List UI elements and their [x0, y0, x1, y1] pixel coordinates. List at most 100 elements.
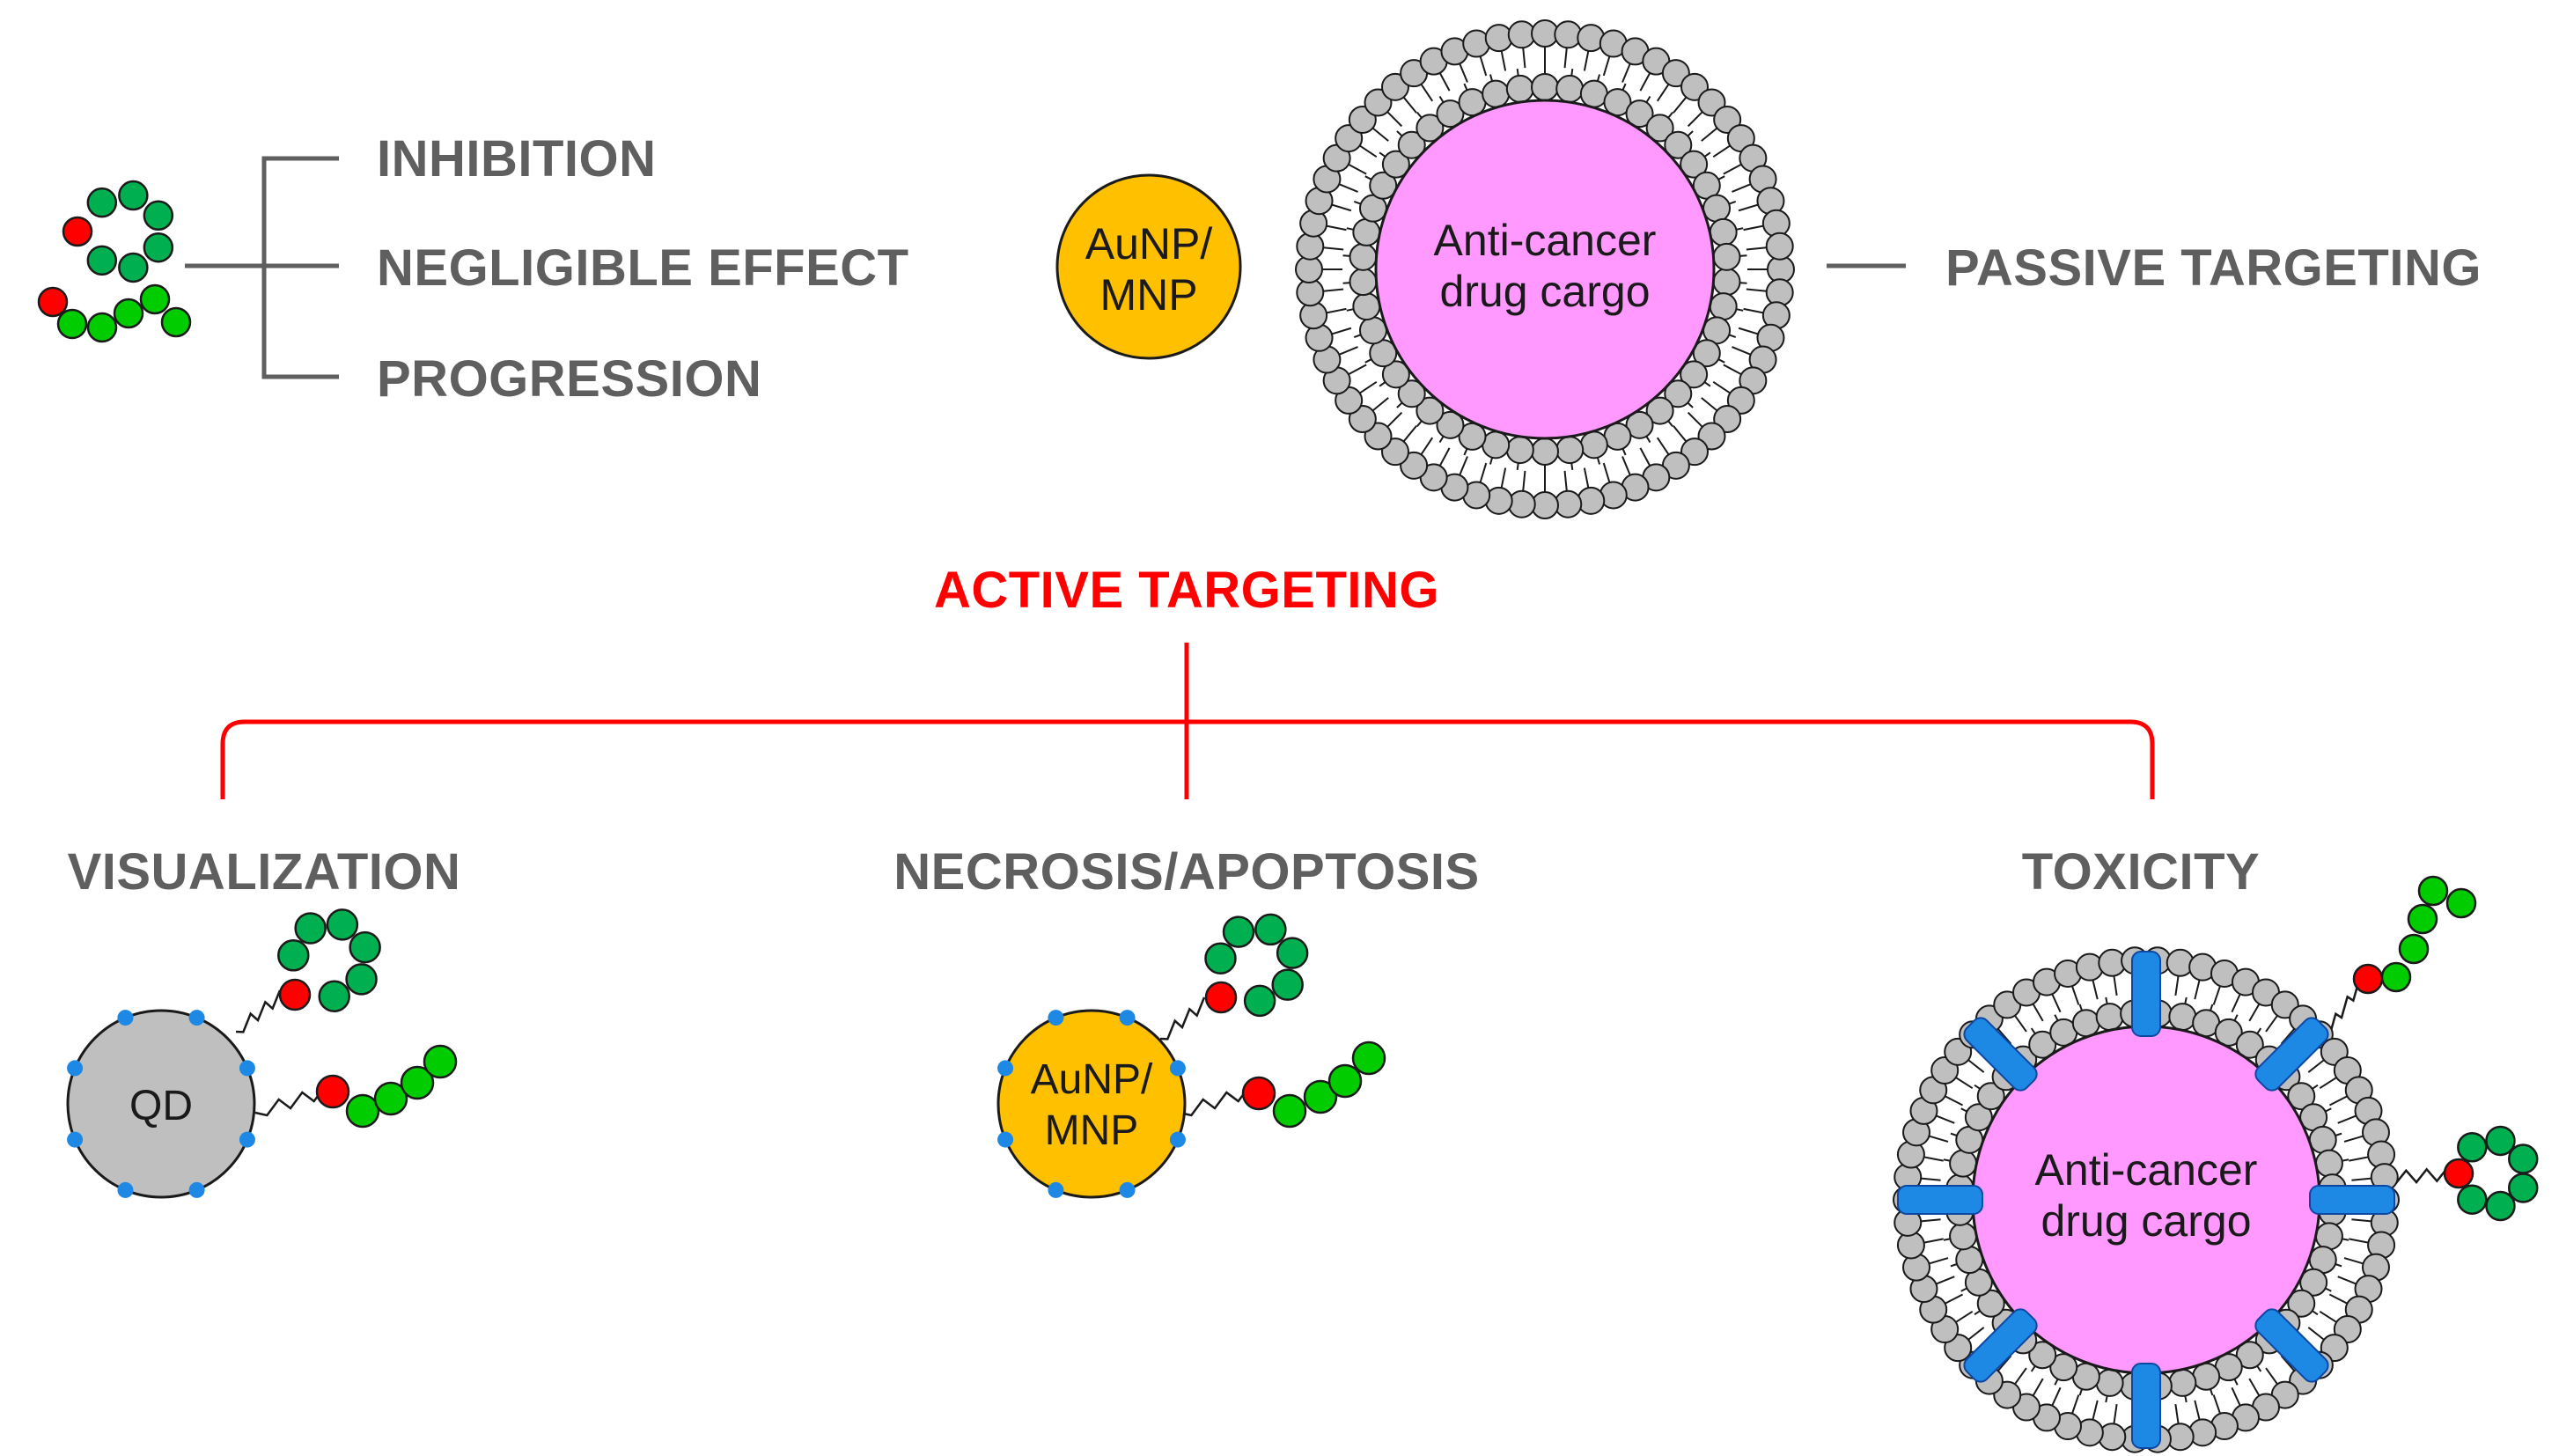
lipid-tail [2328, 1095, 2348, 1107]
lipid-head [1349, 268, 1378, 297]
peptide-bead [423, 1044, 458, 1079]
peptide-ligands [235, 908, 458, 1129]
free-peptides-group [37, 180, 192, 343]
lipid-head [2299, 1268, 2328, 1297]
lipid-tail [1621, 456, 1631, 476]
lipid-head [1664, 130, 1693, 159]
lipid-head [1416, 396, 1445, 425]
lipid-tail [1743, 307, 1764, 314]
peptide-bead [2417, 875, 2449, 907]
peptide-bead [2485, 1190, 2516, 1222]
lipid-tail [1420, 437, 1434, 455]
lipid-tail [1687, 411, 1703, 428]
peptide-bead [345, 963, 378, 996]
lipid-tail [1459, 63, 1468, 83]
lipid-tail [1673, 425, 1688, 443]
peptide-bead [113, 298, 144, 329]
cyclic-peptide-icon [62, 180, 174, 283]
linker [254, 1085, 327, 1117]
peptide-bead [2507, 1143, 2539, 1174]
lipid-tail [2174, 1403, 2180, 1424]
lipid-tail [1371, 397, 1389, 412]
anchor-dot [1169, 1060, 1186, 1077]
anchor-dot [1119, 1181, 1136, 1198]
lipid-head [2314, 1149, 2343, 1178]
lipid-head [1436, 410, 1465, 439]
peptide-bead [37, 286, 69, 318]
aunp-label-line1: AuNP/ [1085, 219, 1213, 268]
lipid-tail [1459, 456, 1468, 476]
lipid-tail [2032, 1003, 2044, 1022]
peptide-bead [1276, 937, 1309, 969]
peptide-bead [86, 245, 118, 276]
liposome-active-label-line1: Anti-cancer [2035, 1145, 2258, 1195]
lipid-tail [2092, 1400, 2099, 1420]
peptide-bead [86, 312, 118, 343]
peptide-bead [2507, 1173, 2539, 1203]
peptide-bead [86, 187, 118, 218]
peptide-bead [277, 939, 310, 972]
peptide-bead [1271, 968, 1304, 1001]
lipid-tail [1348, 364, 1367, 376]
aunp-label-line2: MNP [1099, 270, 1197, 320]
lipid-head [2028, 1030, 2057, 1059]
lipid-tail [1967, 1059, 1985, 1073]
anchor-dot [1048, 1181, 1064, 1198]
anchor-dot [997, 1060, 1014, 1077]
membrane-anchor [2254, 1308, 2329, 1383]
lipid-head [1397, 130, 1426, 159]
lipid-head [1625, 410, 1654, 439]
lipid-head [1352, 217, 1381, 246]
peptide-bead [400, 1065, 435, 1100]
lipid-head [1579, 79, 1608, 108]
lipid-tail [2174, 975, 2180, 996]
lipid-tail [1929, 1257, 1949, 1265]
lipid-tail [1738, 327, 1759, 335]
aunp-conj-label-line1: AuNP/ [1031, 1056, 1153, 1103]
lipid-tail [1323, 246, 1344, 251]
peptide-bead [1204, 981, 1238, 1014]
lipid-tail [1500, 467, 1507, 489]
anchor-dot [997, 1131, 1014, 1148]
lipid-head [1381, 150, 1410, 179]
aunp-particle: AuNP/ MNP [1055, 173, 1242, 360]
lipid-tail [2014, 1367, 2027, 1385]
peptide-bead [2352, 963, 2384, 995]
lipid-head [2071, 1009, 2100, 1038]
lipid-tail [1479, 462, 1488, 483]
peptide-bead [326, 908, 359, 941]
peptide-bead [143, 200, 174, 232]
peptide-ligands [1159, 913, 1386, 1129]
lipid-head [1436, 99, 1465, 129]
lipid-head [1369, 171, 1398, 200]
peptide-bead [318, 980, 350, 1012]
lipid-tail [1955, 1310, 1974, 1323]
membrane-anchor [2254, 1017, 2329, 1092]
anchor-dot [188, 1181, 205, 1198]
lipid-tail [2212, 985, 2222, 1005]
lipid-tail [1712, 144, 1731, 158]
lipid-head [1645, 114, 1674, 143]
lipid-tail [1723, 163, 1742, 175]
peptide-bead [373, 1081, 408, 1116]
lipid-tail [2328, 1293, 2348, 1305]
active-targeting-tree [220, 643, 2155, 799]
peptide-bead [1204, 942, 1237, 974]
quantum-dot-conjugate: QD [66, 908, 458, 1199]
lipid-tail [1701, 397, 1718, 412]
peptide-bead [143, 232, 174, 263]
lipid-tail [2092, 980, 2099, 1000]
lipid-tail [2051, 1386, 2062, 1407]
lipid-head [2095, 1368, 2124, 1397]
lipid-head [2168, 1368, 2197, 1397]
surface-anchor-dots [67, 1010, 255, 1198]
peptide-bead [139, 283, 171, 315]
lipid-tail [1386, 111, 1403, 128]
lipid-tail [1923, 1238, 1944, 1244]
lipid-tail [1732, 183, 1752, 193]
lipid-tail [1738, 203, 1759, 212]
lipid-tail [1955, 1077, 1974, 1090]
peptide-bead [2443, 1158, 2474, 1189]
lipid-tail [1359, 380, 1378, 394]
lipid-head [1680, 360, 1709, 389]
